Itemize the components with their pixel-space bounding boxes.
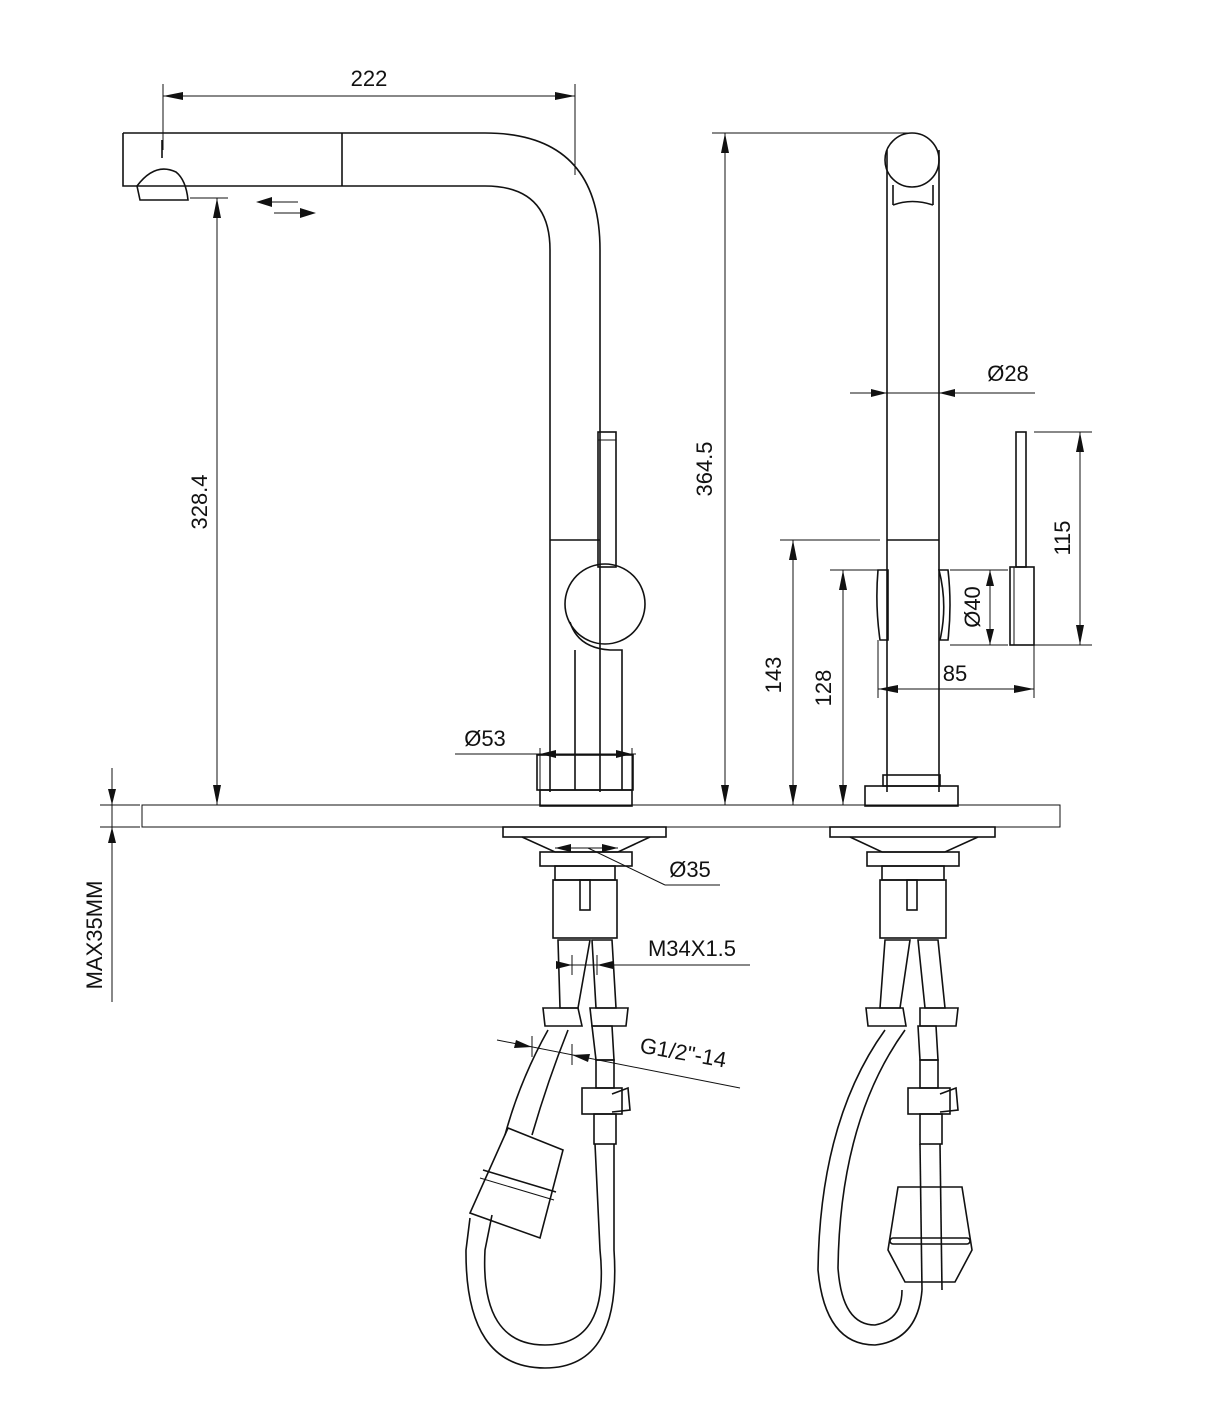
- dim-handle-diameter-label: Ø40: [960, 586, 985, 628]
- dim-thread: M34X1.5: [556, 936, 750, 975]
- dim-total-height-label: 364.5: [692, 441, 717, 496]
- dim-body-diameter-label: Ø28: [987, 361, 1029, 386]
- dim-max-thickness-label: MAX35MM: [82, 881, 107, 990]
- dim-lever-height: 143: [761, 539, 880, 805]
- dim-spout-reach-label: 222: [351, 66, 388, 91]
- dim-shank-diameter-label: Ø35: [669, 857, 711, 882]
- flow-arrows-icon: [256, 197, 316, 218]
- dim-body-diameter: Ø28: [850, 361, 1035, 397]
- dim-hose-thread-label: G1/2"-14: [638, 1033, 728, 1073]
- left-faucet-side-view: [122, 132, 667, 1369]
- dim-handle-length-label: 115: [1050, 520, 1075, 555]
- dim-handle-projection: 85: [877, 640, 1035, 698]
- dim-handle-length: 115: [1034, 431, 1092, 646]
- dim-spout-height-label: 328.4: [187, 474, 212, 529]
- right-faucet-front-view: [817, 132, 1035, 1346]
- dim-lever-height-label: 143: [761, 657, 786, 694]
- dim-shank-diameter: Ø35: [555, 844, 720, 886]
- dim-max-thickness: MAX35MM: [82, 768, 140, 1002]
- dim-handle-diameter: Ø40: [950, 569, 1008, 646]
- dim-hose-thread: G1/2"-14: [496, 1033, 741, 1089]
- dim-thread-label: M34X1.5: [648, 936, 736, 961]
- dim-base-diameter-label: Ø53: [464, 726, 506, 751]
- dim-spout-height: 328.4: [187, 197, 228, 805]
- countertop: [141, 804, 1061, 828]
- dim-base-diameter: Ø53: [455, 726, 636, 790]
- dim-handle-base-height-label: 128: [811, 670, 836, 707]
- dim-spout-reach: 222: [162, 66, 576, 175]
- dim-handle-base-height: 128: [811, 569, 878, 805]
- dim-handle-projection-label: 85: [943, 661, 967, 686]
- dim-total-height: 364.5: [692, 132, 912, 805]
